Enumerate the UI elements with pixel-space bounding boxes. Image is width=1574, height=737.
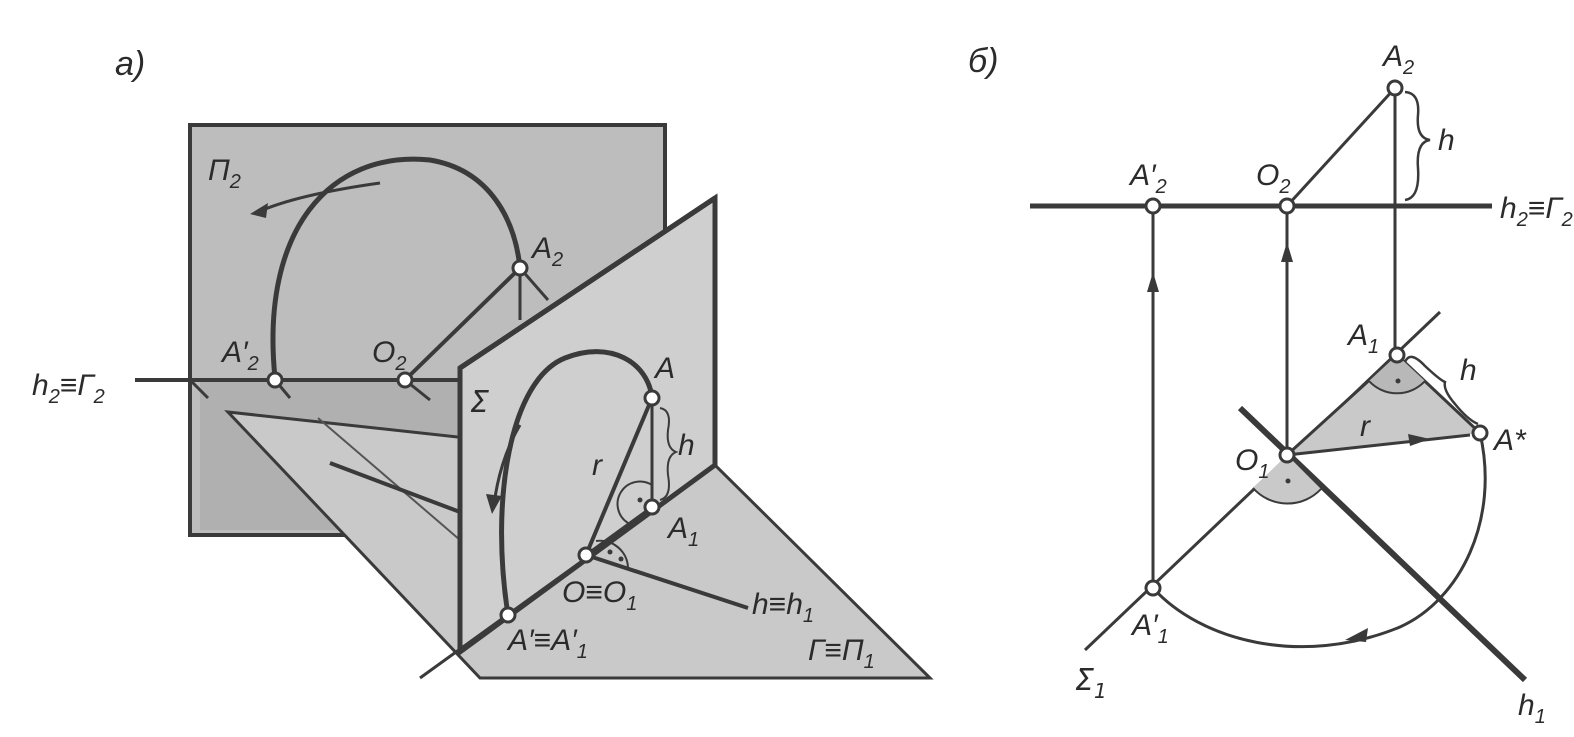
sector-a1-arc [1368,380,1426,395]
rotation-arc-b [1151,432,1487,649]
label-h2-gamma2: h2≡Г2 [32,369,105,408]
label-a1prime-b: A′1 [1130,609,1169,648]
point-a2prime-b [1144,197,1162,215]
label-sigma1: Σ1 [1075,663,1107,703]
link-a1prime-arrow [1147,272,1159,292]
panel-a-label: а) [115,45,145,83]
label-a2prime-b: A′2 [1128,159,1167,198]
right-angle-o [595,539,629,569]
label-o1-b: O1 [1235,444,1269,483]
arc-arrow-sigma-head [486,494,502,514]
label-p2: П2 [208,154,241,193]
sector-o1-arc [1252,487,1322,505]
point-a2 [511,259,529,277]
label-h: h [678,429,695,462]
label-h-top: h [1438,124,1455,157]
plane-sigma-top-edge [458,195,717,371]
arc-arrow-p2-head [250,203,268,218]
label-a2: A2 [530,232,563,271]
link-o1-arrow [1281,242,1293,262]
point-o1-b [1278,446,1296,464]
rotation-arc-b-arrow [1345,628,1368,642]
right-angle-o-dot-2 [618,556,624,562]
point-a [643,389,661,407]
rotation-arc-sigma [499,349,655,616]
line-o2-a2 [403,266,522,382]
rotation-arc-p2 [270,156,523,379]
radius-arrow [1408,434,1430,446]
radius-o1-astar [1286,433,1471,457]
point-a1prime-b [1144,579,1162,597]
label-h2-gamma2-b: h2≡Г2 [1500,192,1573,231]
label-h1-b: h1 [1518,689,1546,728]
label-r-b: r [1360,410,1371,443]
point-a1 [643,498,661,516]
label-h-mid: h [1460,354,1477,387]
triangle-o1-a1-astar [1287,355,1480,455]
label-a1: A1 [666,512,699,551]
sector-a1 [1369,355,1425,394]
sigma-trace-line [419,463,716,680]
label-a: A [653,352,675,385]
point-o [577,546,595,564]
sector-o1-dot [1285,478,1291,484]
point-aprime [499,606,517,624]
label-gamma-p1: Г≡П1 [808,634,875,673]
radius-o-a [584,397,654,556]
right-angle-o-dot-1 [607,549,613,555]
axis-h-h1 [585,553,749,610]
label-astar: A* [1492,424,1527,457]
brace-h-top [1404,90,1431,202]
point-astar-b [1471,424,1489,442]
segment-o-a1 [585,505,653,557]
axis-h2-tick [188,378,210,400]
right-angle-a1 [616,480,653,524]
label-r: r [592,449,603,482]
brace-h-mid [1403,355,1479,426]
panel-b-label: б) [968,42,998,80]
gamma-inner-rod [329,461,461,514]
point-a1-b [1388,346,1406,364]
label-o2-b: O2 [1256,159,1290,198]
arc-arrow-p2 [257,181,381,214]
label-a2prime: A′2 [220,336,259,375]
plane-gamma-inner-line [317,417,461,541]
point-o2 [396,371,414,389]
sector-a1-dot [1395,378,1401,384]
line-o2-a2-b [1285,86,1397,208]
panel-a: а) П2 Σ A2 O2 A′2 h2≡Г2 A h r A1 O≡O1 A′… [32,45,934,680]
label-h-h1: h≡h1 [752,588,814,627]
label-o2: O2 [372,336,406,375]
brace-h-a [659,407,679,501]
panel-b: б) A2 h A′2 O2 h2≡Г2 A1 h O1 r A* A′1 Σ1… [968,40,1573,728]
right-angle-a1-dot [637,497,643,503]
label-a2-b: A2 [1381,40,1414,79]
label-o-o1: O≡O1 [562,576,637,615]
line-o1-a1 [1285,353,1399,457]
point-a2prime [266,371,284,389]
point-o2-b [1278,197,1296,215]
label-sigma: Σ [470,385,489,420]
point-a2-b [1386,79,1404,97]
label-a1-b: A1 [1346,319,1379,358]
label-aprime-a1prime: A′≡A′1 [506,624,588,663]
